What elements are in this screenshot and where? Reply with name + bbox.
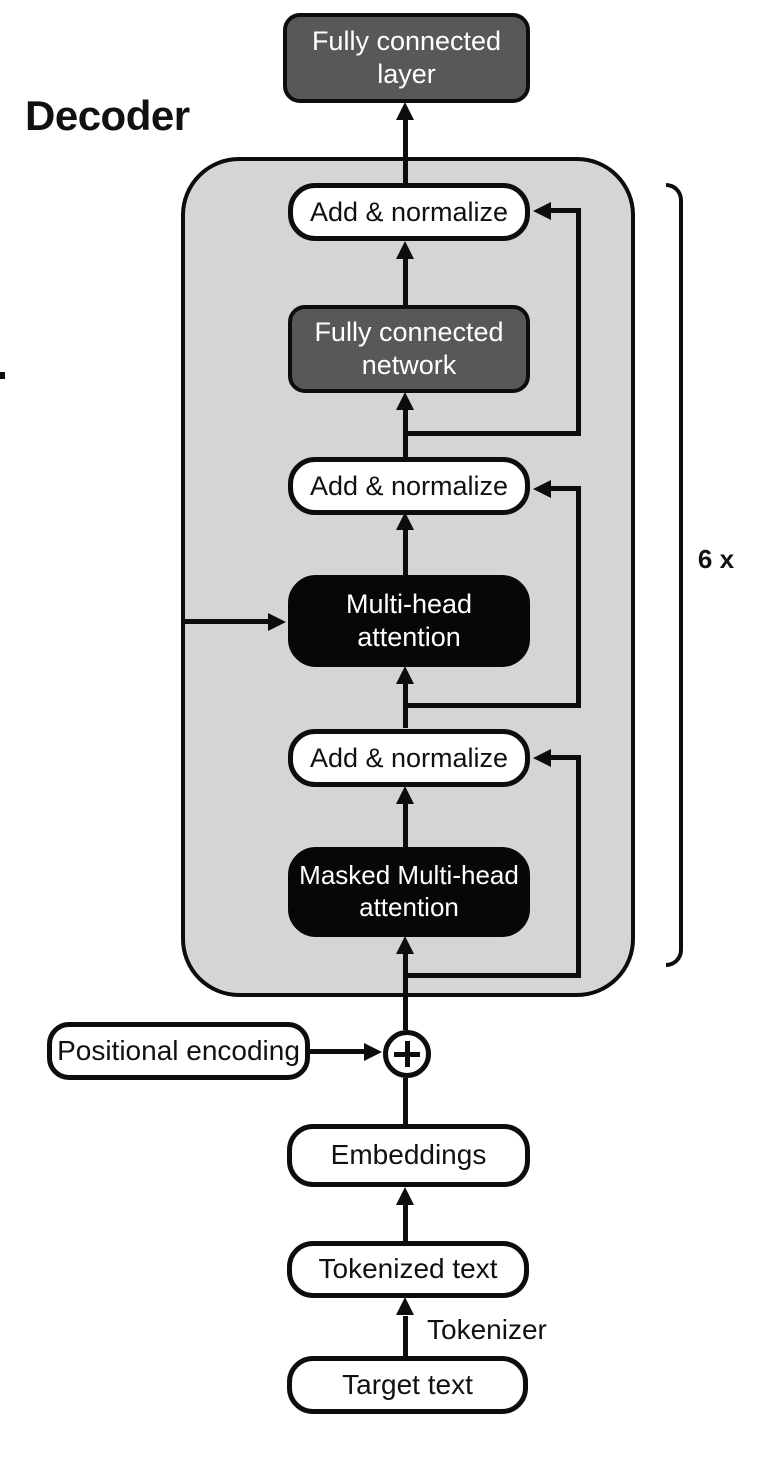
arrowhead-into-add-normalize-bottom-main: [396, 786, 414, 804]
arrowhead-into-tokenized-text: [396, 1297, 414, 1315]
node-add-normalize-bottom: Add & normalize: [288, 729, 530, 787]
arrowhead-into-add-normalize-bottom: [533, 749, 551, 767]
arrowhead-into-add-normalize-middle: [533, 480, 551, 498]
node-embeddings: Embeddings: [287, 1124, 530, 1187]
arrowhead-into-mmha: [396, 936, 414, 954]
node-fully-connected-layer: Fully connected layer: [283, 13, 530, 103]
arrowhead-into-embeddings: [396, 1187, 414, 1205]
arrowhead-into-add-normalize-middle-main: [396, 512, 414, 530]
arrowhead-into-plus: [364, 1043, 382, 1061]
cropped-line-fragment: [0, 372, 5, 379]
arrowhead-into-add-normalize-top: [533, 202, 551, 220]
arrowhead-into-mha: [396, 666, 414, 684]
node-positional-encoding: Positional encoding: [47, 1022, 310, 1080]
node-tokenized-text: Tokenized text: [287, 1241, 529, 1298]
plus-icon: [383, 1030, 431, 1078]
diagram-title: Decoder: [25, 92, 190, 139]
arrowhead-into-fc-layer: [396, 102, 414, 120]
node-fully-connected-network: Fully connected network: [288, 305, 530, 393]
repeat-bracket: [666, 183, 683, 967]
node-masked-multi-head-attention: Masked Multi-head attention: [288, 847, 530, 937]
node-multi-head-attention: Multi-head attention: [288, 575, 530, 667]
repeat-count-label: 6 x: [697, 544, 735, 574]
node-target-text: Target text: [287, 1356, 528, 1414]
node-add-normalize-middle: Add & normalize: [288, 457, 530, 515]
arrowhead-into-fcn: [396, 392, 414, 410]
node-add-normalize-top: Add & normalize: [288, 183, 530, 241]
tokenizer-label: Tokenizer: [427, 1314, 547, 1345]
arrowhead-into-mha-left: [268, 613, 286, 631]
arrowhead-into-add-normalize-top-main: [396, 241, 414, 259]
